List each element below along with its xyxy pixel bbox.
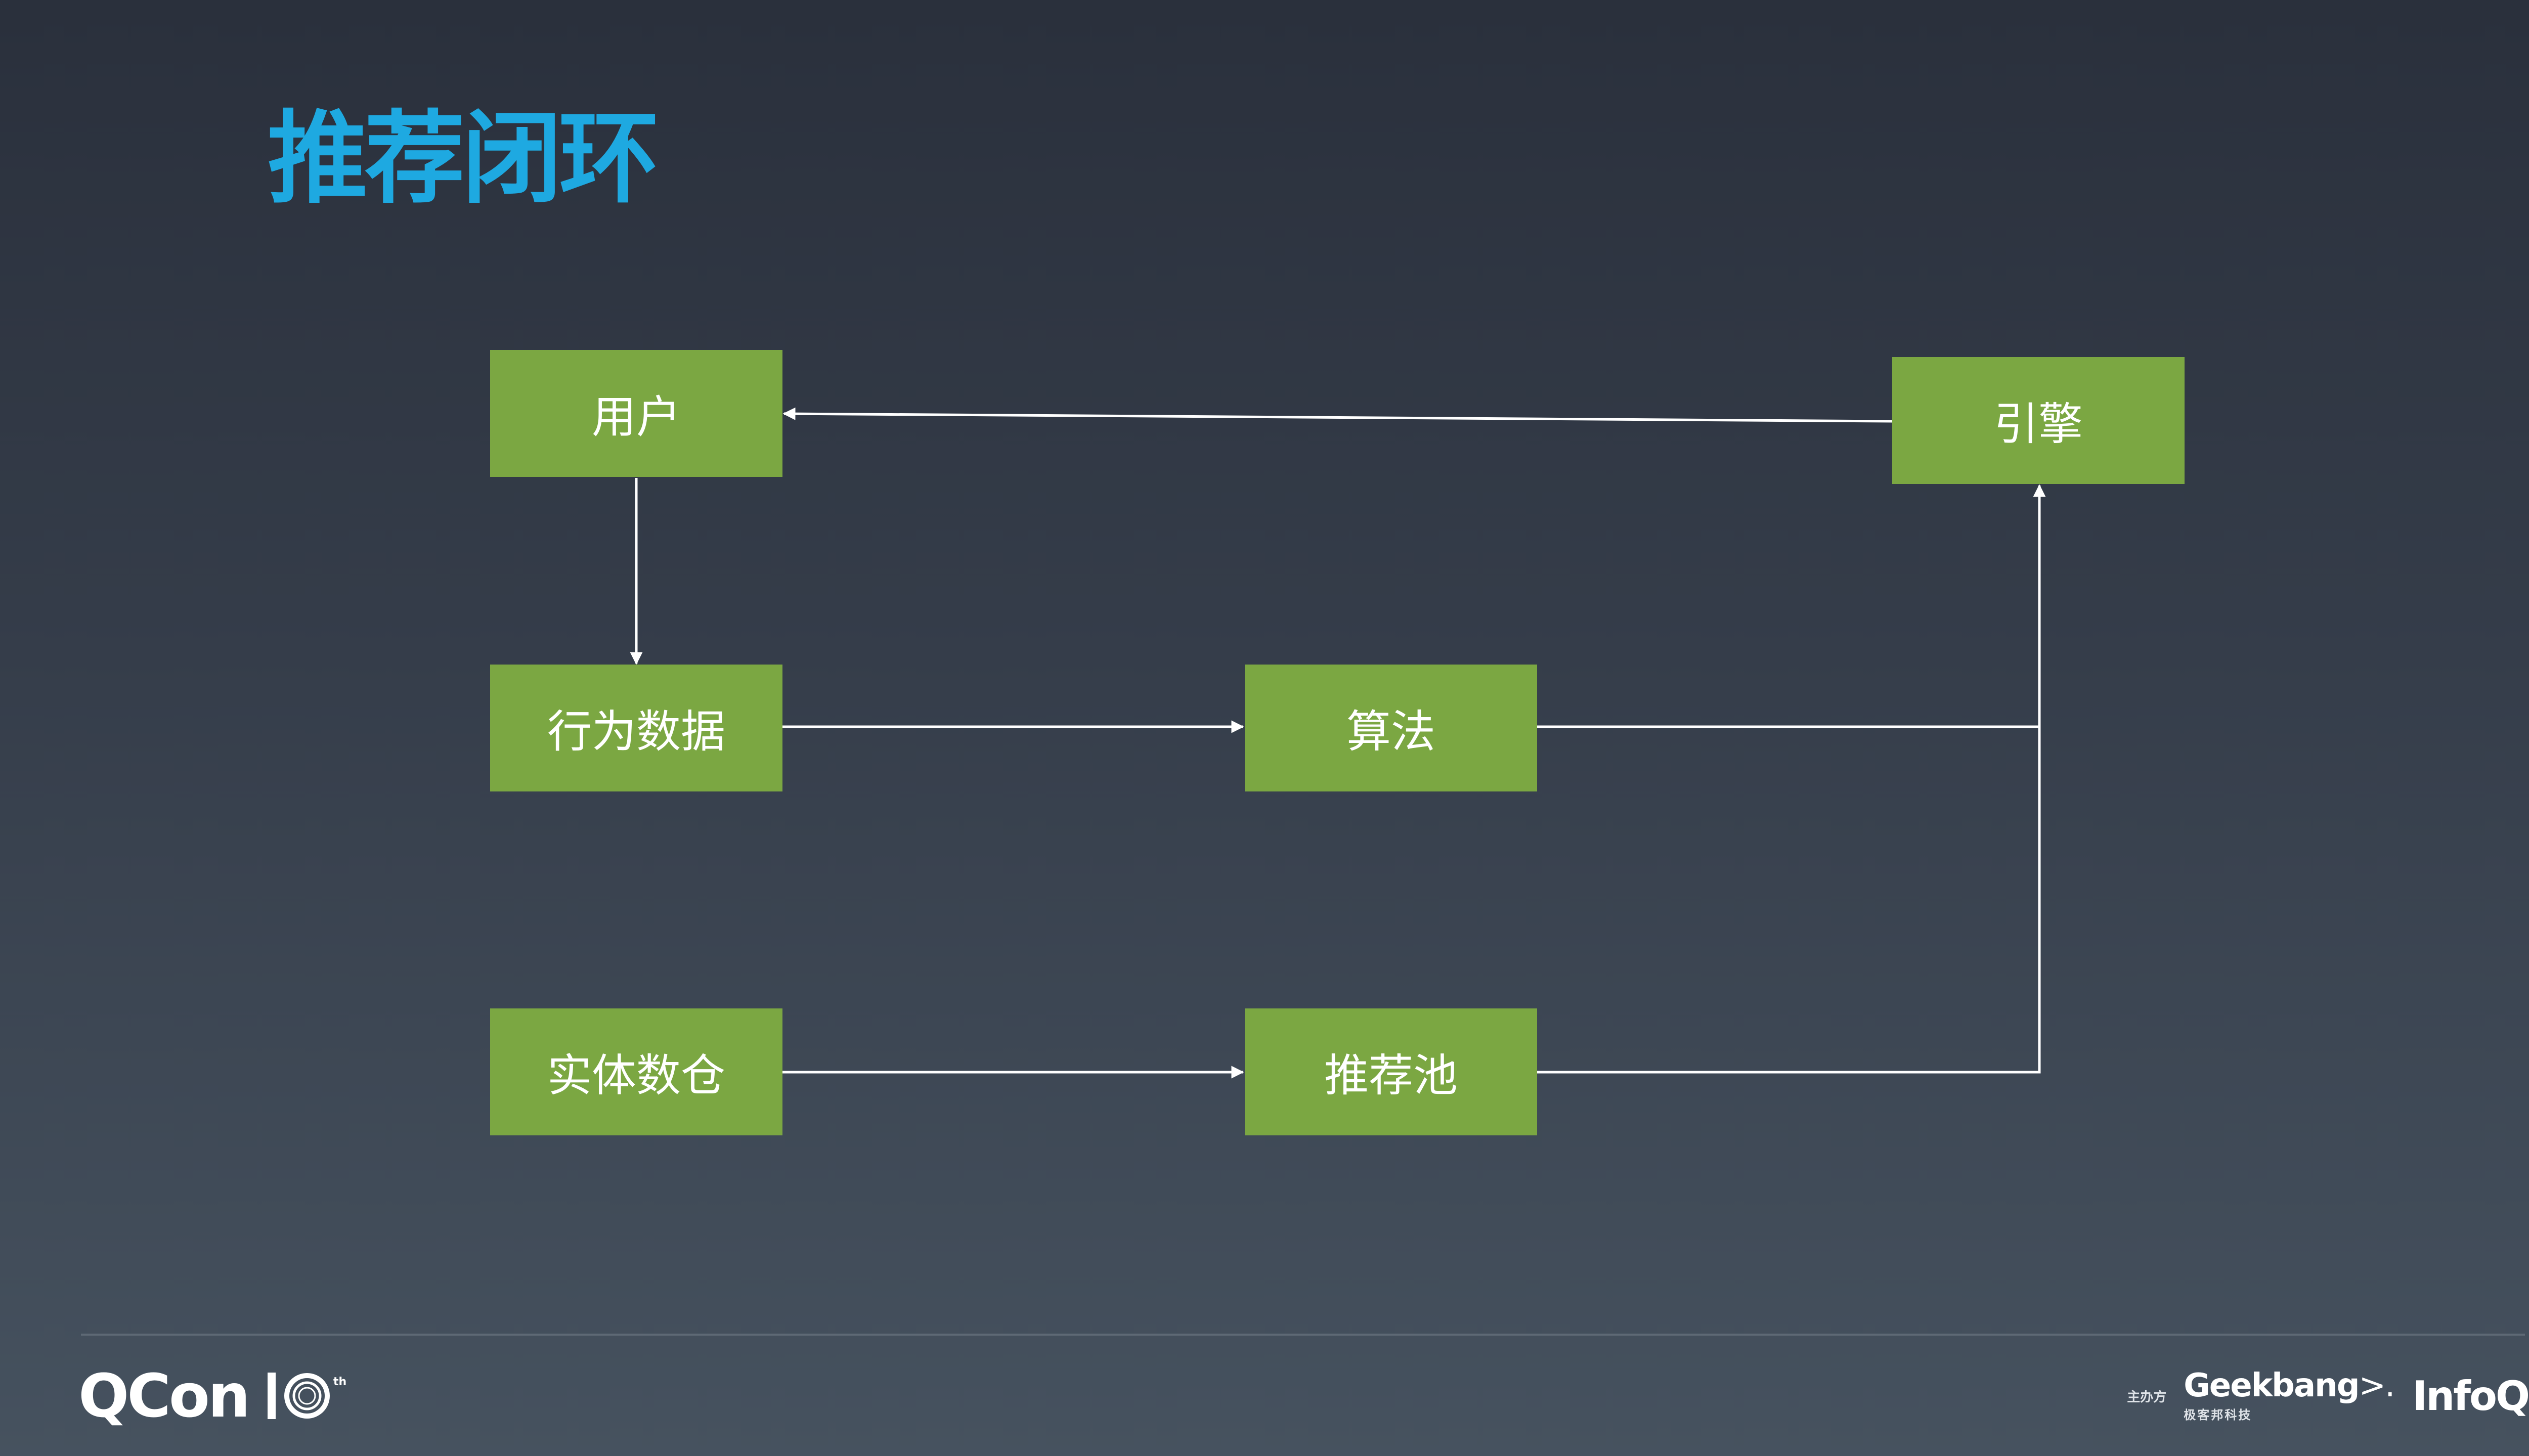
sponsor-logos: 主办方 Geekbang>. 极客邦科技 InfoQ (2127, 1365, 2529, 1426)
node-rec-pool: 推荐池 (1245, 1008, 1537, 1135)
node-behavior-data-label: 行为数据 (547, 705, 725, 758)
anniversary-10-icon: th (267, 1372, 347, 1420)
node-engine: 引擎 (1892, 357, 2185, 484)
node-user-label: 用户 (591, 391, 681, 443)
anniversary-suffix: th (333, 1376, 347, 1388)
node-entity-warehouse-label: 实体数仓 (547, 1049, 725, 1101)
slide-title: 推荐闭环 (268, 100, 659, 217)
geekbang-name: Geekbang (2184, 1366, 2360, 1404)
node-entity-warehouse: 实体数仓 (490, 1008, 782, 1135)
qcon-logo-text: QCon (78, 1361, 250, 1431)
infoq-logo: InfoQ (2412, 1372, 2529, 1420)
node-user: 用户 (490, 350, 782, 477)
footer-divider (81, 1334, 2525, 1336)
edge-rec-pool-to-engine (1537, 484, 2046, 1074)
ring-icon (284, 1373, 330, 1419)
geekbang-suffix: >. (2359, 1366, 2395, 1404)
qcon-logo: QCon th (78, 1360, 346, 1431)
node-rec-pool-label: 推荐池 (1324, 1049, 1458, 1101)
node-algorithm: 算法 (1245, 665, 1537, 791)
node-algorithm-label: 算法 (1346, 705, 1435, 758)
edge-engine-to-user (782, 407, 1893, 423)
node-engine-label: 引擎 (1993, 398, 2083, 450)
geekbang-logo: Geekbang>. 极客邦科技 (2184, 1366, 2395, 1423)
sponsor-label: 主办方 (2127, 1389, 2167, 1405)
node-behavior-data: 行为数据 (490, 665, 782, 791)
geekbang-subtitle: 极客邦科技 (2184, 1407, 2252, 1422)
